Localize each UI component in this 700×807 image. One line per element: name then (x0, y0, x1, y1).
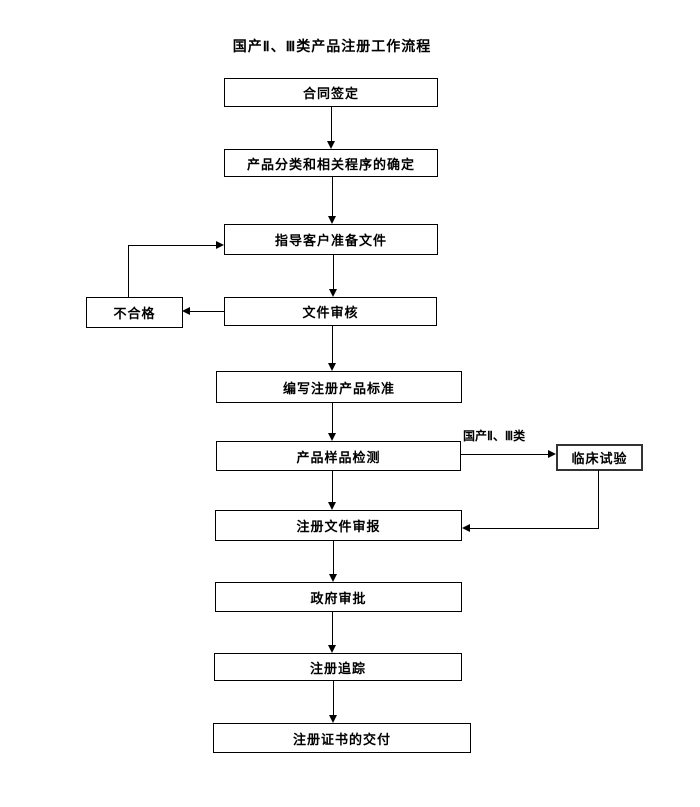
edge-government-tracking-arrowhead-icon (328, 645, 336, 653)
edge-standard-sample-line (332, 403, 333, 433)
edge-review-unqualified-line (190, 311, 224, 312)
edge-review-standard-arrowhead-icon (328, 363, 336, 371)
edge-sample-submission-line (332, 471, 333, 502)
edge-clinical-submission-vline (598, 470, 599, 528)
flowchart-title: 国产Ⅱ、Ⅲ类产品注册工作流程 (232, 38, 432, 54)
edge-standard-sample-arrowhead-icon (328, 433, 336, 441)
edge-sample-submission-arrowhead-icon (328, 502, 336, 510)
edge-classification-guide-line (332, 177, 333, 216)
edge-label-clinical-branch: 国产Ⅱ、Ⅲ类 (463, 429, 526, 443)
edge-clinical-submission-hline (470, 528, 599, 529)
edge-review-unqualified-arrowhead-icon (182, 307, 190, 315)
edge-review-standard-line (332, 326, 333, 363)
edge-guide-review-arrowhead-icon (329, 289, 337, 297)
node-government-approval: 政府审批 (215, 582, 462, 612)
node-certificate-delivery: 注册证书的交付 (213, 723, 471, 753)
node-classification: 产品分类和相关程序的确定 (224, 149, 438, 177)
edge-contract-classification-arrowhead-icon (327, 141, 335, 149)
node-registration-submission: 注册文件审报 (215, 510, 462, 541)
edge-tracking-certificate-line (333, 681, 334, 715)
node-guide-customer: 指导客户准备文件 (224, 224, 438, 255)
edge-unqualified-guide-arrowhead-icon (216, 241, 224, 249)
edge-classification-guide-arrowhead-icon (328, 216, 336, 224)
edge-sample-clinical-arrowhead-icon (548, 450, 556, 458)
node-sample-testing: 产品样品检测 (216, 441, 461, 471)
edge-submission-government-arrowhead-icon (329, 574, 337, 582)
node-document-review: 文件审核 (224, 297, 437, 326)
node-clinical-trial: 临床试验 (556, 444, 643, 471)
node-registration-tracking: 注册追踪 (214, 653, 462, 681)
edge-unqualified-guide-hline (128, 245, 216, 246)
edge-sample-clinical-line (461, 454, 548, 455)
edge-submission-government-line (333, 541, 334, 574)
node-write-standard: 编写注册产品标准 (216, 371, 462, 403)
edge-tracking-certificate-arrowhead-icon (329, 715, 337, 723)
edge-clinical-submission-arrowhead-icon (462, 524, 470, 532)
node-unqualified: 不合格 (86, 297, 183, 328)
edge-unqualified-guide-vline (128, 245, 129, 298)
edge-contract-classification-line (331, 106, 332, 141)
node-contract: 合同签定 (224, 78, 438, 107)
edge-government-tracking-line (332, 612, 333, 645)
edge-guide-review-line (333, 255, 334, 289)
